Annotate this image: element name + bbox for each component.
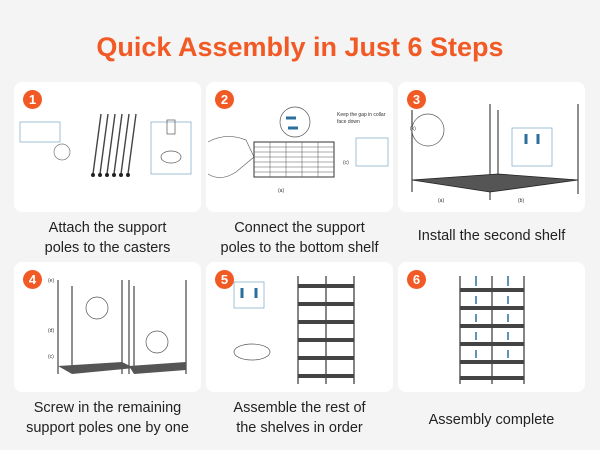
part-label: (a) <box>438 198 444 204</box>
step-4-caption: Screw in the remaining support poles one… <box>14 398 201 438</box>
caption-line: Attach the support <box>48 220 167 236</box>
caption-line: poles to the bottom shelf <box>220 240 379 256</box>
note-text: Keep the gap in collar <box>337 112 386 118</box>
part-label: (c) <box>343 160 349 166</box>
poles-casters-illustration <box>19 113 192 177</box>
caption-line: poles to the casters <box>44 240 171 256</box>
caption-line: Connect the support <box>234 220 365 236</box>
step-badge: 5 <box>215 270 234 289</box>
note-text: face down <box>337 119 360 125</box>
step-2-card: 2 Keep the gap in collar face down (c) (… <box>206 82 393 212</box>
step-2-caption: Connect the support poles to the bottom … <box>206 218 393 258</box>
step-5-card: 5 <box>206 262 393 392</box>
step-badge: 2 <box>215 90 234 109</box>
part-label: (e) <box>48 278 54 284</box>
step-badge: 1 <box>23 90 42 109</box>
caption-line: Install the second shelf <box>417 228 566 244</box>
step-1-card: 1 <box>14 82 201 212</box>
part-label: (k) <box>410 126 416 132</box>
step-badge: 6 <box>407 270 426 289</box>
step-badge: 4 <box>23 270 42 289</box>
second-shelf-illustration: (k) (a) (b) <box>410 104 579 204</box>
caption-line: support poles one by one <box>26 420 189 436</box>
step-6-caption: Assembly complete <box>398 410 585 430</box>
part-label: (a) <box>278 188 284 194</box>
page-title: Quick Assembly in Just 6 Steps <box>96 32 504 62</box>
part-label: (b) <box>518 198 524 204</box>
step-6-card: 6 <box>398 262 585 392</box>
step-1-caption: Attach the support poles to the casters <box>14 218 201 258</box>
caption-line: Assemble the rest of <box>233 400 366 416</box>
bottom-shelf-illustration: Keep the gap in collar face down (c) (a) <box>207 106 389 194</box>
part-label: (d) <box>48 328 54 334</box>
remaining-shelves-illustration <box>233 276 355 384</box>
step-badge: 3 <box>407 90 426 109</box>
caption-line: Screw in the remaining <box>33 400 182 416</box>
step-3-card: 3 (k) (a) (b) <box>398 82 585 212</box>
part-label: (c) <box>48 354 54 360</box>
caption-line: the shelves in order <box>236 420 363 436</box>
step-3-caption: Install the second shelf <box>398 226 585 246</box>
complete-shelf-illustration <box>459 276 525 384</box>
step-5-caption: Assemble the rest of the shelves in orde… <box>206 398 393 438</box>
remaining-poles-illustration: (e) (d) (c) <box>48 278 187 374</box>
step-4-card: 4 (e) (d) (c) <box>14 262 201 392</box>
caption-line: Assembly complete <box>428 412 555 428</box>
